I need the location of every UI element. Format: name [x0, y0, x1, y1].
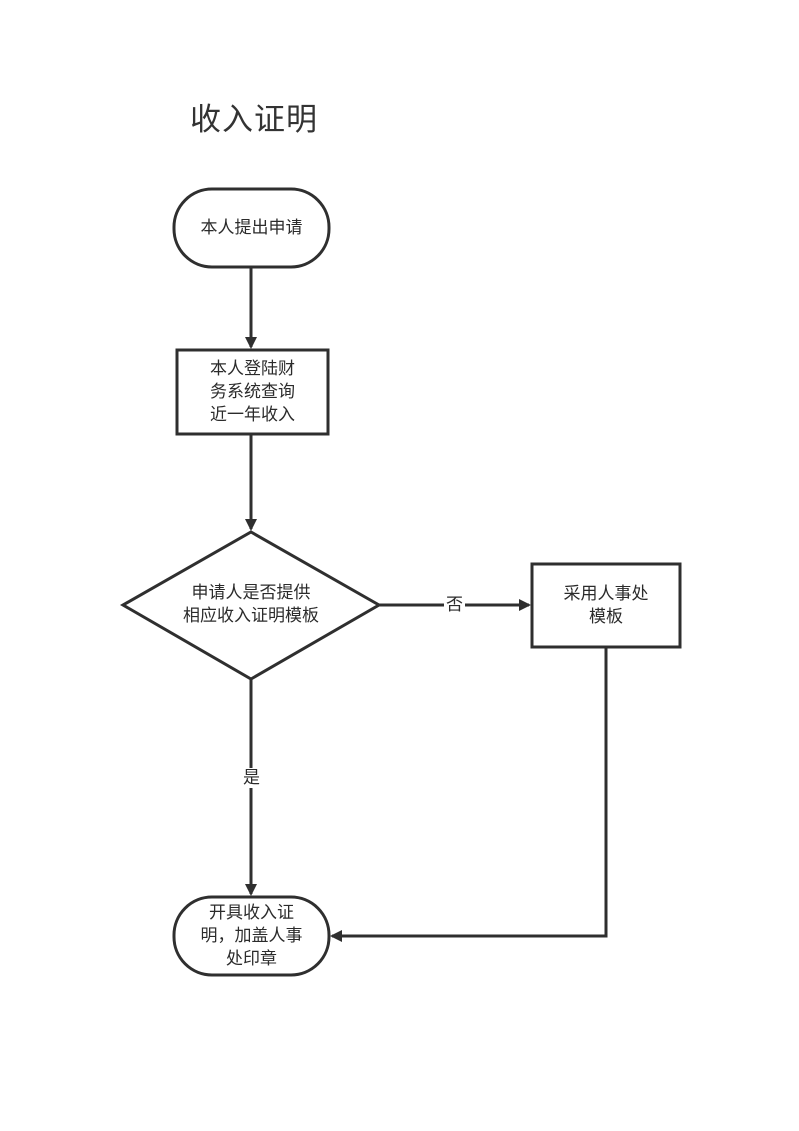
decision-node-label: 申请人是否提供 相应收入证明模板: [183, 583, 319, 626]
page-title: 收入证明: [190, 102, 318, 138]
end-terminal-shape: [172, 895, 331, 977]
edge-label-yes: 是: [241, 768, 262, 788]
start-node-label: 本人提出申请: [200, 217, 303, 238]
end-node-label: 开具收入证 明，加盖人事 处印章: [200, 902, 303, 969]
edge-label-no: 否: [444, 595, 465, 615]
hr-template-node-label: 采用人事处 模板: [563, 583, 649, 627]
arrow-hr-template-to-end: [330, 647, 608, 942]
query-node-label: 本人登陆财 务系统查询 近一年收入: [210, 358, 295, 425]
